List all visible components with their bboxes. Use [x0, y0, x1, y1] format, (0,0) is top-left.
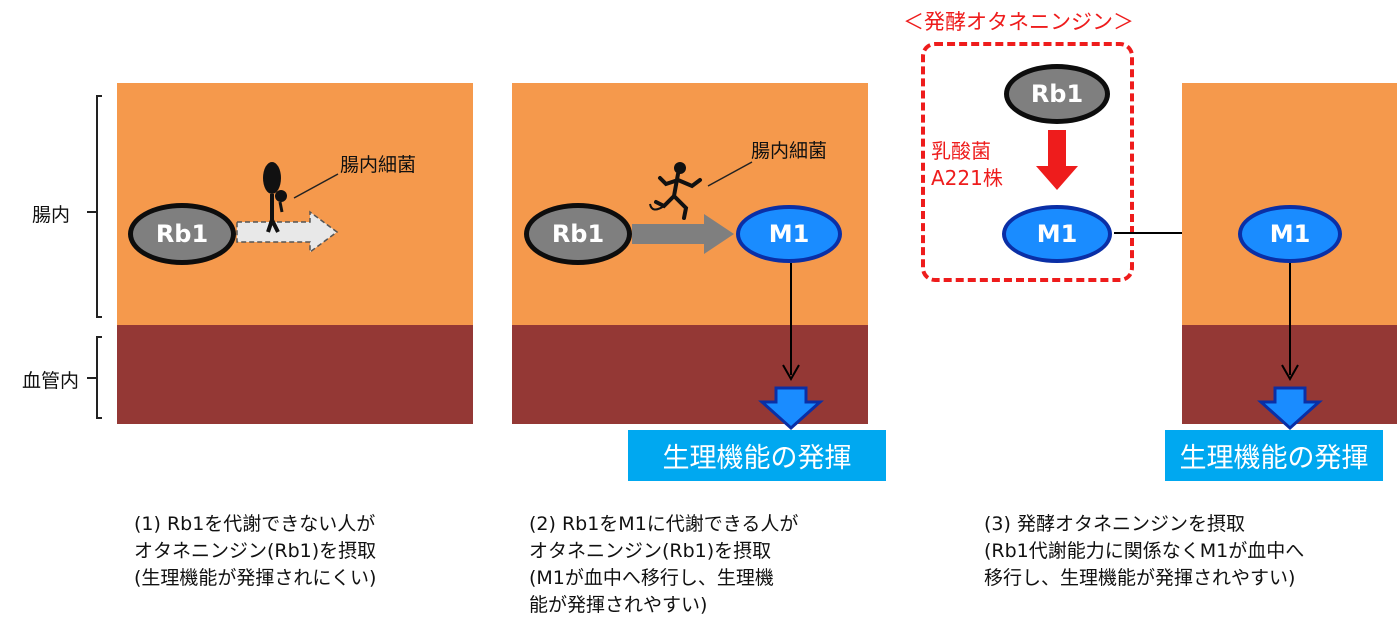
strain-label-line2: A221株 — [931, 166, 1003, 190]
fermentation-arrow — [1036, 130, 1078, 190]
blood-bracket — [96, 336, 102, 419]
panel3-function-box: 生理機能の発揮 — [1165, 430, 1383, 481]
intestine-label: 腸内 — [32, 204, 71, 226]
intestine-bracket-tick — [87, 211, 96, 213]
panel3-absorption-arrow — [1281, 263, 1299, 382]
panel2-function-arrow — [758, 386, 824, 431]
panel3-m1-node: M1 — [1238, 205, 1342, 263]
caption-case2: (2) Rb1をM1に代謝できる人が オタネニンジン(Rb1)を摂取 (M1が血… — [529, 513, 799, 616]
panel2-bacteria-pointer — [707, 161, 753, 187]
panel2-bacteria-label: 腸内細菌 — [751, 140, 828, 162]
caption-case3: (3) 発酵オタネニンジンを摂取 (Rb1代謝能力に関係なくM1が血中へ 移行し… — [984, 513, 1305, 589]
intestine-bracket — [96, 95, 102, 318]
fermented-title: ＜発酵オタネニンジン＞ — [903, 10, 1134, 34]
panel3-function-arrow — [1257, 386, 1323, 431]
panel2-conversion-arrow — [632, 214, 734, 254]
fermented-rb1-node: Rb1 — [1004, 64, 1110, 124]
fermented-dashed-box — [921, 42, 1134, 282]
blood-vessel-label: 血管内 — [22, 370, 80, 392]
panel2-absorption-arrow — [782, 263, 800, 382]
strain-label-line1: 乳酸菌 — [931, 139, 991, 163]
panel2-function-box: 生理機能の発揮 — [628, 430, 886, 481]
panel1-blood-vessel — [117, 325, 473, 424]
panel1-bacteria-pointer — [293, 173, 339, 199]
panel1-rb1-node: Rb1 — [128, 203, 236, 265]
blood-bracket-tick — [87, 377, 96, 379]
panel2-rb1-node: Rb1 — [524, 203, 632, 265]
running-bacteria-icon — [649, 162, 702, 220]
panel1-dashed-arrow — [236, 210, 339, 254]
fermented-m1-node: M1 — [1002, 205, 1112, 263]
panel2-m1-node: M1 — [736, 205, 842, 263]
panel1-bacteria-label: 腸内細菌 — [340, 154, 417, 176]
caption-case1: (1) Rb1を代謝できない人が オタネニンジン(Rb1)を摂取 (生理機能が発… — [134, 513, 377, 589]
tired-bacteria-icon — [263, 162, 287, 233]
